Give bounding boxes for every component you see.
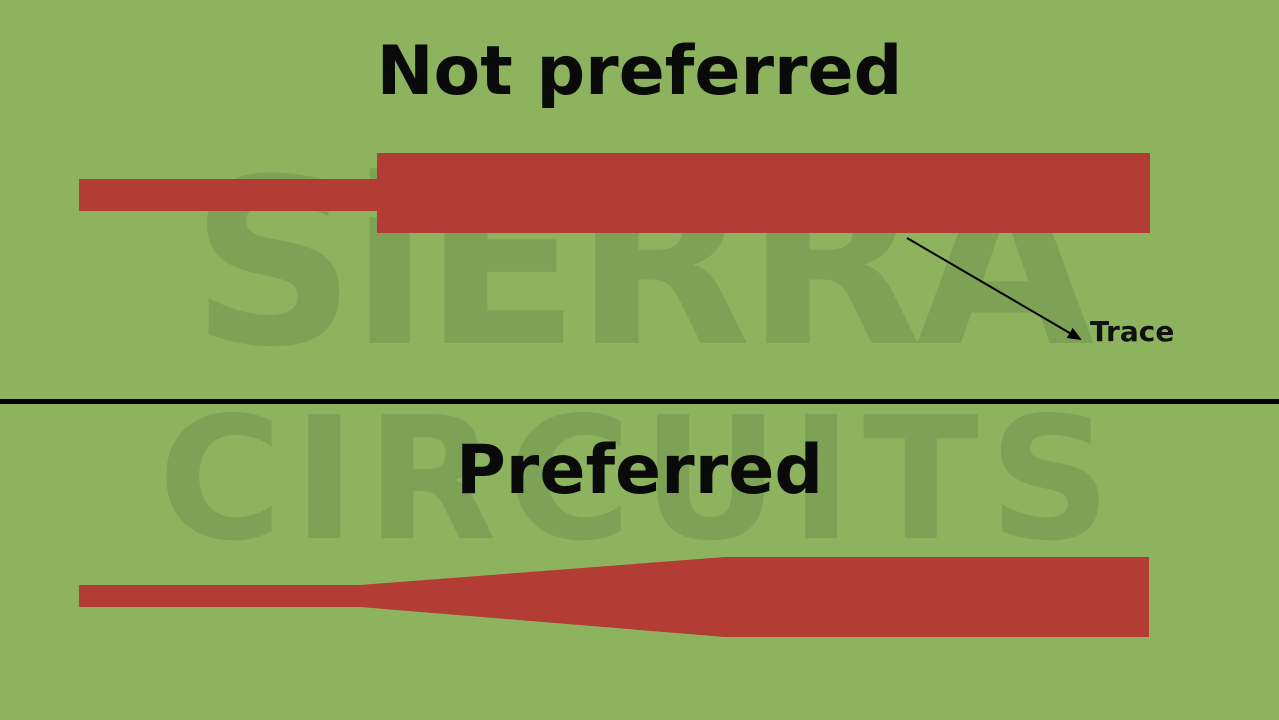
trace-label: Trace	[1090, 315, 1175, 348]
title-preferred: Preferred	[455, 431, 824, 510]
preferred-tapered-trace	[79, 557, 1149, 637]
wide-trace-segment	[377, 153, 1150, 233]
narrow-trace-segment	[79, 179, 379, 211]
not-preferred-trace	[79, 153, 1150, 233]
trace-arrow	[906, 237, 1082, 341]
section-divider	[0, 399, 1279, 404]
title-not-preferred: Not preferred	[376, 32, 903, 111]
